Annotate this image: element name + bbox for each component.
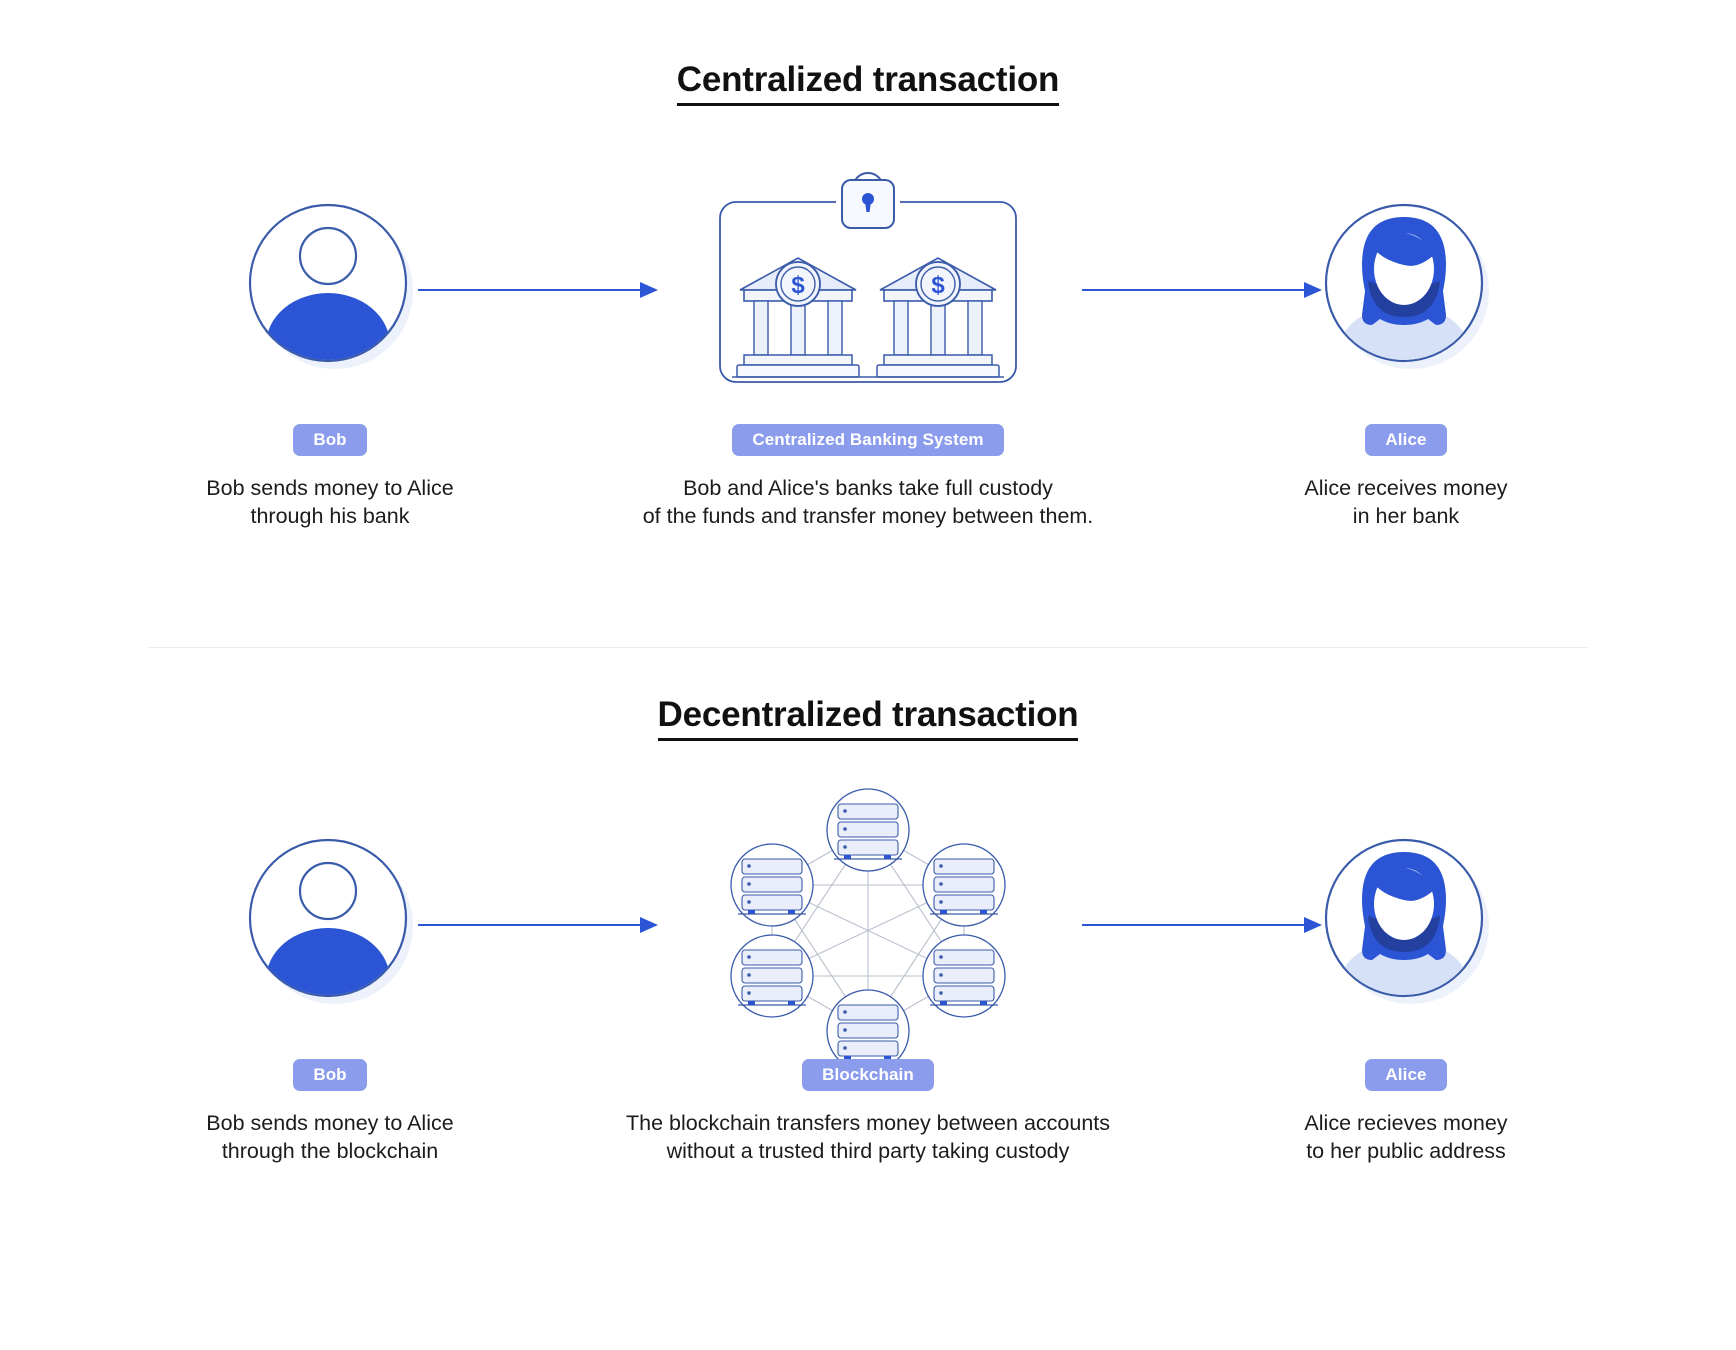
- arrow-right-icon: [1082, 913, 1322, 937]
- step-bob-decentralized: Bob Bob sends money to Alice through the…: [140, 795, 520, 1166]
- woman-avatar-icon: [1316, 160, 1496, 410]
- section-title-centralized: Centralized transaction: [0, 62, 1736, 106]
- person-avatar-icon: [240, 160, 420, 410]
- steps-row-centralized: Bob Bob sends money to Alice through his…: [0, 160, 1736, 531]
- badge-alice: Alice: [1365, 424, 1447, 456]
- step-alice-centralized: Alice Alice receives money in her bank: [1216, 160, 1596, 531]
- step-banks-centralized: $ $: [643, 160, 1093, 531]
- caption-alice: Alice recieves money to her public addre…: [1304, 1111, 1508, 1164]
- person-avatar-icon: [240, 795, 420, 1045]
- caption-banks: Bob and Alice's banks take full custody …: [642, 476, 1094, 529]
- woman-avatar-icon: [1316, 795, 1496, 1045]
- section-decentralized-transaction: Decentralized transaction Bob: [0, 648, 1736, 1350]
- step-blockchain: Blockchain The blockchain transfers mone…: [626, 787, 1110, 1166]
- section-title-decentralized: Decentralized transaction: [0, 697, 1736, 741]
- caption-alice: Alice receives money in her bank: [1304, 476, 1508, 529]
- caption-bob: Bob sends money to Alice through the blo…: [206, 1111, 454, 1164]
- badge-blockchain: Blockchain: [802, 1059, 934, 1091]
- arrow-right-icon: [418, 913, 658, 937]
- badge-bob: Bob: [293, 424, 367, 456]
- section-centralized-transaction: Centralized transaction Bob: [0, 0, 1736, 648]
- step-bob-centralized: Bob Bob sends money to Alice through his…: [140, 160, 520, 531]
- svg-text:$: $: [791, 272, 805, 299]
- arrow-right-icon: [418, 278, 658, 302]
- badge-centralized-banking-system: Centralized Banking System: [732, 424, 1004, 456]
- badge-bob: Bob: [293, 1059, 367, 1091]
- server-network-icon: [728, 787, 1008, 1073]
- banks-with-lock-icon: $ $: [718, 160, 1018, 410]
- caption-bob: Bob sends money to Alice through his ban…: [206, 476, 454, 529]
- svg-text:$: $: [931, 272, 945, 299]
- section-divider: [148, 647, 1588, 648]
- caption-blockchain: The blockchain transfers money between a…: [625, 1111, 1110, 1164]
- arrow-right-icon: [1082, 278, 1322, 302]
- step-alice-decentralized: Alice Alice recieves money to her public…: [1216, 795, 1596, 1166]
- steps-row-decentralized: Bob Bob sends money to Alice through the…: [0, 787, 1736, 1166]
- badge-alice: Alice: [1365, 1059, 1447, 1091]
